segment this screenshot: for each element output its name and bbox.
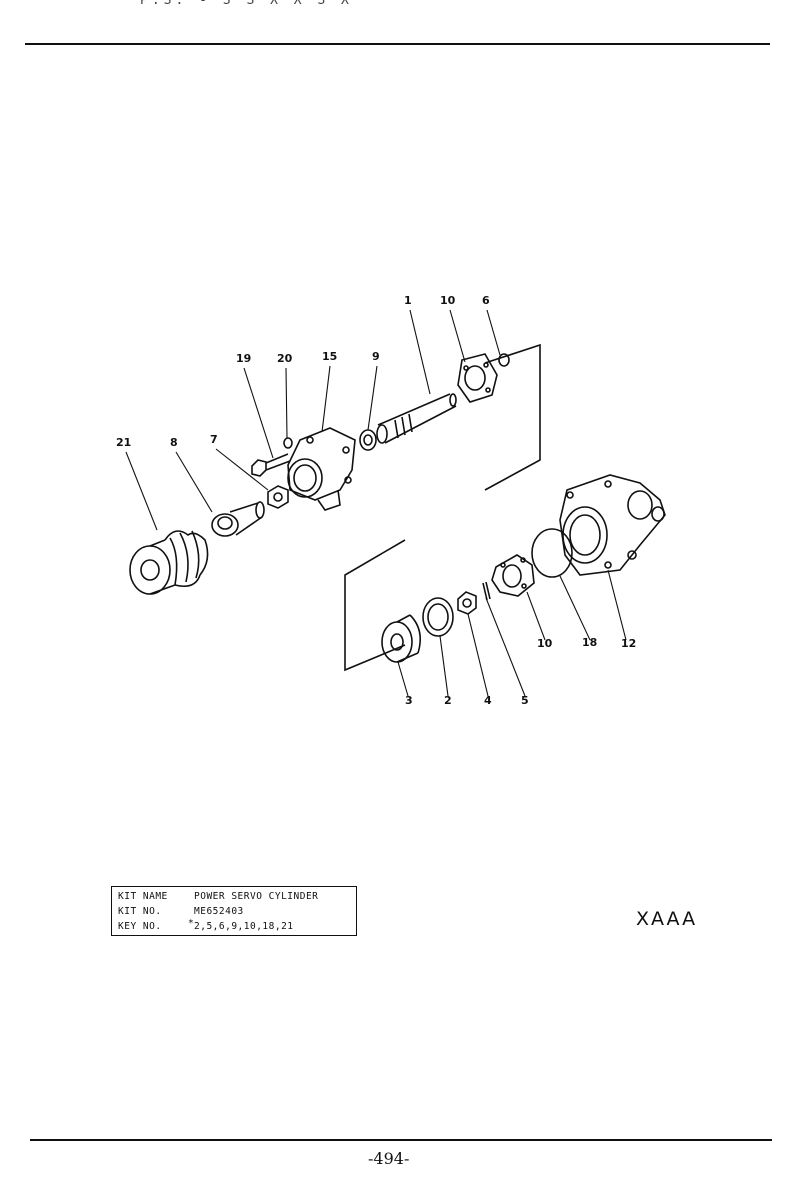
kit-info-box: KIT NAME POWER SERVO CYLINDER KIT NO. ME…	[111, 886, 357, 936]
piston-rod-part	[376, 393, 457, 444]
nut-part-4	[457, 591, 477, 615]
kit-no-label: KIT NO.	[118, 906, 162, 917]
kit-name-row: KIT NAME POWER SERVO CYLINDER	[118, 889, 356, 904]
callout-21: 21	[116, 436, 132, 449]
header-cut-text: P.S. - S S X X S X	[140, 0, 353, 8]
assembly-guide-upper	[484, 343, 541, 491]
cotter-pin-part	[482, 581, 491, 601]
kit-no-value: ME652403	[194, 906, 244, 917]
washer-part	[283, 437, 293, 449]
o-ring-part	[531, 528, 573, 578]
callout-8: 8	[170, 436, 178, 449]
assembly-guide-lower	[344, 539, 406, 672]
key-no-label: KEY NO.	[118, 921, 162, 932]
piston-part	[381, 614, 421, 663]
callout-9: 9	[372, 350, 380, 363]
page-number: -494-	[368, 1149, 410, 1168]
callout-20: 20	[277, 352, 293, 365]
document-code: XAAA	[636, 908, 698, 930]
callout-1: 1	[404, 294, 412, 307]
plate-part-upper	[457, 353, 498, 403]
kit-no-row: KIT NO. ME652403	[118, 904, 356, 919]
housing-part	[287, 427, 356, 511]
leader-lines	[125, 309, 627, 697]
bolt-part	[251, 453, 291, 477]
callout-19: 19	[236, 352, 252, 365]
callout-12: 12	[621, 637, 637, 650]
callout-18: 18	[582, 636, 598, 649]
cylinder-body-part	[559, 474, 666, 576]
callout-10-lower: 10	[537, 637, 553, 650]
header-rule	[25, 43, 770, 45]
plug-part	[498, 353, 510, 367]
callout-10-upper: 10	[440, 294, 456, 307]
callout-5: 5	[521, 694, 529, 707]
key-no-value: 2,5,6,9,10,18,21	[194, 921, 294, 932]
callout-7: 7	[210, 433, 218, 446]
kit-name-label: KIT NAME	[118, 891, 168, 902]
ring-part	[422, 597, 454, 637]
key-no-marker: *	[188, 918, 195, 929]
callout-3: 3	[405, 694, 413, 707]
callout-4: 4	[484, 694, 492, 707]
exploded-parts-diagram: 1 10 6 19 20 15 9 21 8 7 3 2 4 5 10 18 1…	[0, 280, 799, 740]
plate-part-lower	[491, 554, 535, 597]
nut-part-7	[267, 485, 289, 509]
rod-end-part	[211, 501, 265, 537]
key-no-row: KEY NO. * 2,5,6,9,10,18,21	[118, 918, 356, 934]
kit-name-value: POWER SERVO CYLINDER	[194, 891, 319, 902]
callout-15: 15	[322, 350, 338, 363]
callout-6: 6	[482, 294, 490, 307]
footer-rule	[30, 1139, 772, 1141]
parts-drawing	[125, 309, 666, 697]
seal-part	[359, 429, 377, 451]
boot-part	[129, 530, 209, 595]
callout-2: 2	[444, 694, 452, 707]
